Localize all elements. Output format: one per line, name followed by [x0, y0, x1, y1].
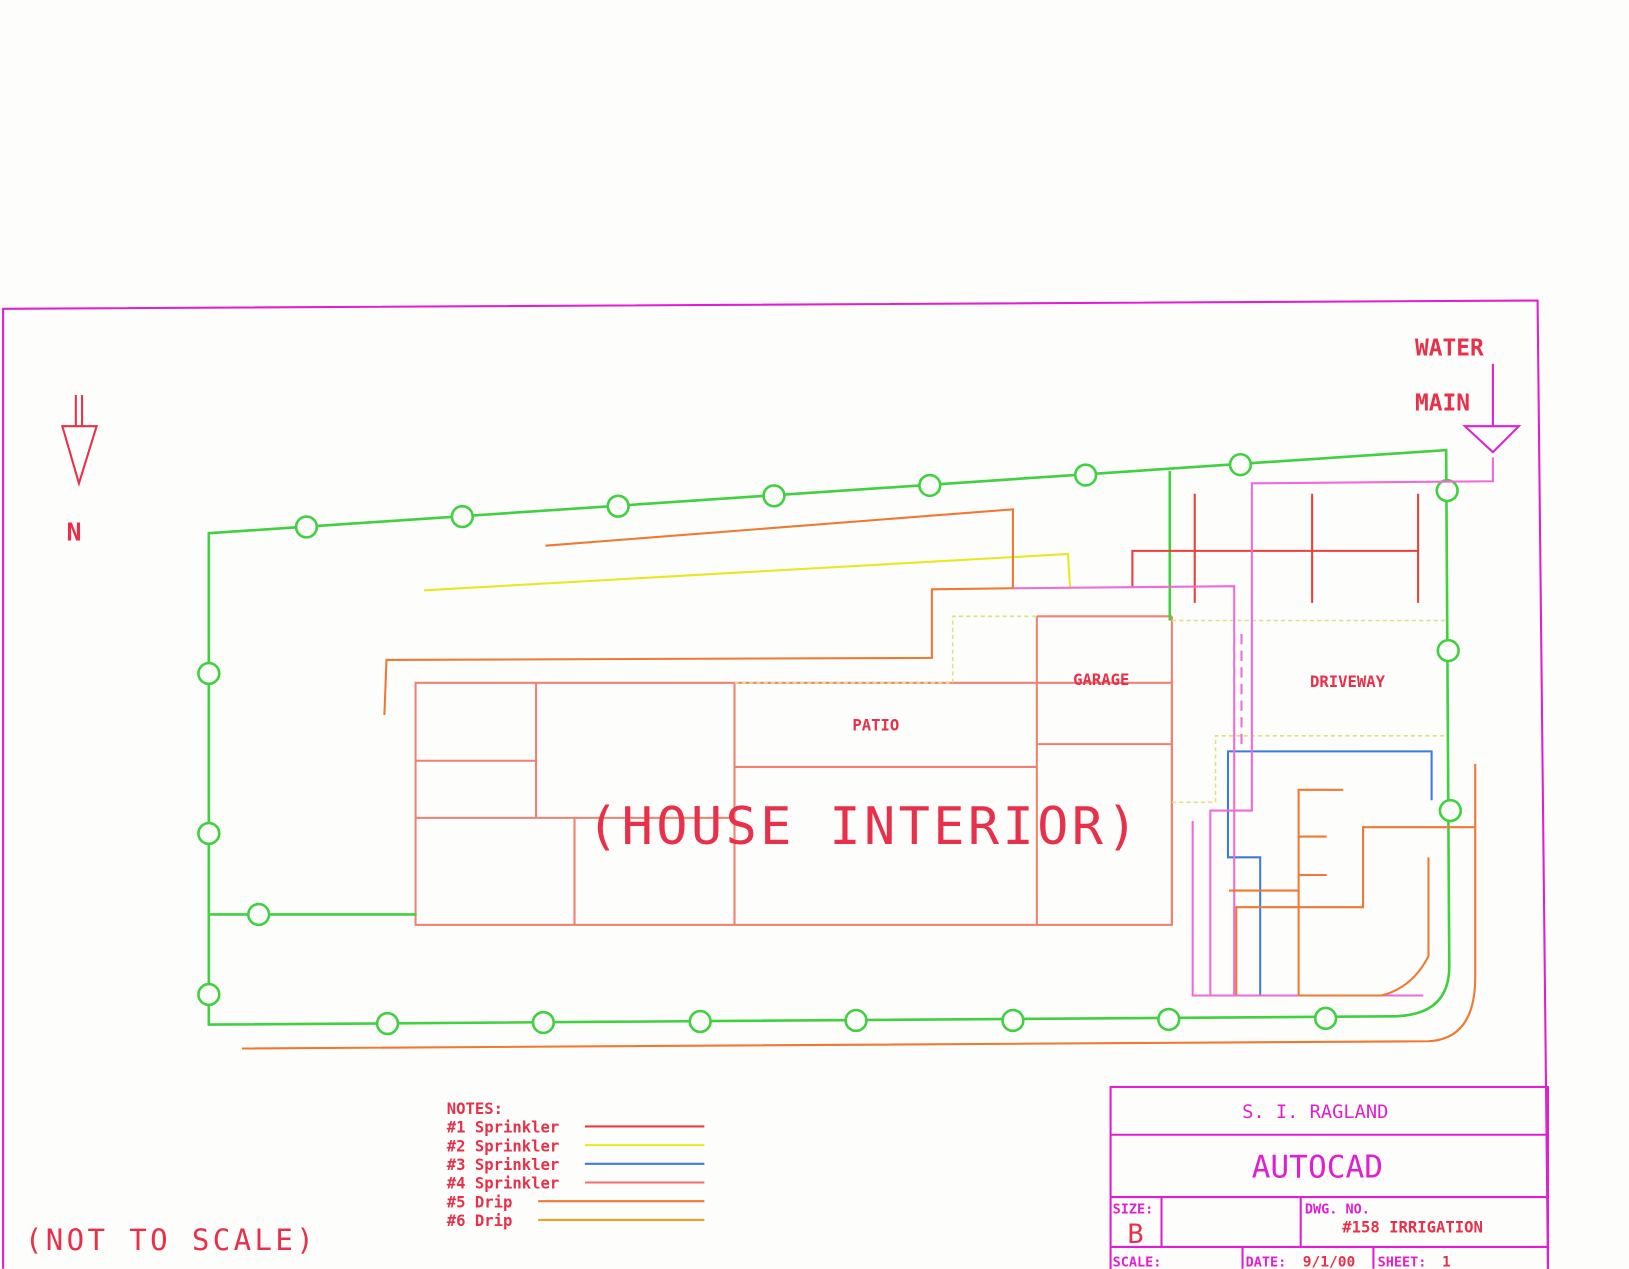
author-name: S. I. RAGLAND: [1242, 1102, 1388, 1123]
sprinkler-head-icon: [197, 661, 221, 686]
sprinkler-head-icon: [1157, 1007, 1181, 1032]
sprinkler-head-icon: [762, 484, 786, 508]
not-to-scale-label: (NOT TO SCALE): [25, 1223, 314, 1257]
sprinkler-head-icon: [1313, 1006, 1338, 1031]
sheet-border: [2, 299, 1550, 1269]
sprinkler-head-icon: [531, 1010, 556, 1035]
zone-4-sprinkler-line: [1012, 457, 1494, 997]
patio-outline: [734, 615, 1447, 804]
legend-label: #5 Drip: [447, 1193, 513, 1211]
sprinkler-head-icon: [918, 473, 942, 498]
sprinkler-head-icon: [375, 1011, 400, 1036]
sprinkler-head-icon: [1435, 478, 1459, 503]
sprinkler-head-icon: [1073, 463, 1098, 487]
sprinkler-head-icon: [606, 494, 630, 518]
sheet-value: 1: [1442, 1255, 1451, 1269]
scale-label: SCALE:: [1113, 1255, 1162, 1269]
size-label: SIZE:: [1113, 1202, 1154, 1218]
sprinkler-head-icon: [1228, 452, 1253, 477]
sprinkler-head-icon: [294, 515, 319, 539]
zone-5-drip-line: [242, 508, 1477, 1050]
size-value: B: [1127, 1219, 1143, 1250]
legend-label: #2 Sprinkler: [447, 1137, 560, 1155]
house-interior-label: (HOUSE INTERIOR): [587, 797, 1138, 857]
title-block: [1109, 1085, 1550, 1269]
sprinkler-head-icon: [246, 902, 271, 927]
sprinkler-head-icon: [197, 821, 221, 846]
zone-3-sprinkler-line: [1226, 750, 1433, 996]
zone-2-sprinkler-line: [423, 552, 1072, 592]
dwg-no-label: DWG. NO.: [1305, 1202, 1370, 1218]
sprinkler-head-icon: [1001, 1008, 1025, 1033]
water-main-icon: [1462, 363, 1522, 454]
water-main-label: WATER: [1415, 336, 1484, 362]
date-value: 9/1/00: [1303, 1255, 1356, 1269]
sprinkler-head-icon: [450, 504, 474, 529]
legend-title: NOTES:: [447, 1100, 503, 1118]
legend: NOTES: #1 Sprinkler#2 Sprinkler#3 Sprink…: [447, 1100, 705, 1230]
patio-label: PATIO: [852, 717, 899, 735]
sprinkler-head-icon: [844, 1008, 868, 1033]
sprinkler-head-icon: [1436, 638, 1460, 663]
house-outline: [414, 615, 1173, 926]
water-main-label-2: MAIN: [1415, 391, 1470, 417]
main-supply-line: [207, 448, 1451, 1026]
sprinkler-head-icon: [688, 1009, 712, 1034]
sprinkler-head-icon: [1438, 798, 1462, 823]
north-arrow-icon: [60, 395, 99, 487]
driveway-label: DRIVEWAY: [1310, 673, 1386, 691]
sprinkler-head-icon: [197, 982, 221, 1007]
sheet-label: SHEET:: [1378, 1255, 1427, 1269]
legend-label: #3 Sprinkler: [447, 1156, 560, 1174]
zone-1-sprinkler-line: [1131, 493, 1420, 603]
dwg-no-value: #158 IRRIGATION: [1342, 1218, 1483, 1236]
sprinkler-heads: [197, 452, 1462, 1036]
north-label: N: [66, 517, 81, 546]
legend-label: #1 Sprinkler: [447, 1119, 560, 1137]
legend-label: #6 Drip: [447, 1212, 513, 1230]
software-name: AUTOCAD: [1252, 1149, 1383, 1185]
garage-label: GARAGE: [1073, 671, 1129, 689]
date-label: DATE:: [1246, 1255, 1287, 1269]
legend-label: #4 Sprinkler: [447, 1175, 560, 1193]
